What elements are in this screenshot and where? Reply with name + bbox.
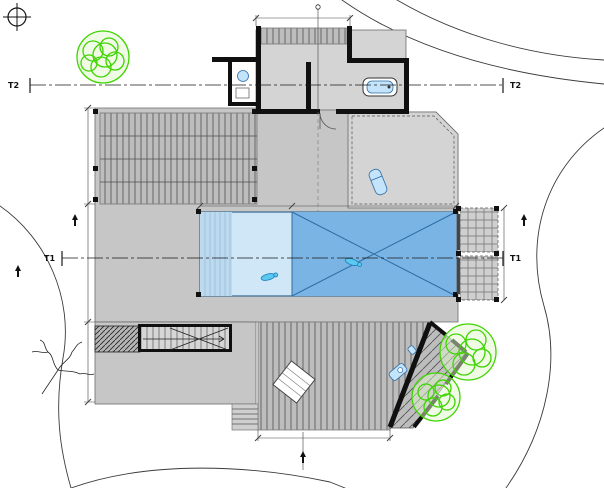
section-label-t2-left: T2: [8, 81, 19, 90]
toilet-fixture: [388, 363, 408, 381]
swimmer-figure: [344, 258, 363, 267]
hatched-wall-band: [94, 325, 141, 353]
swimmer-figure: [260, 272, 279, 281]
exterior-stairs: [231, 403, 259, 431]
left-deck: [93, 109, 258, 205]
door-swing-arc: [319, 112, 337, 130]
upper-rooms-walls: [212, 26, 409, 130]
north-symbol-icon: [3, 3, 31, 31]
sink-fixture: [407, 345, 417, 355]
bare-tree: [31, 339, 95, 395]
upper-right-room: [347, 111, 459, 209]
spot-marker-icon: [15, 265, 21, 277]
skylight-diamond: [272, 360, 316, 404]
spot-marker-icon: [521, 214, 527, 226]
tree-bottom-right-upper: [439, 323, 497, 381]
spot-markers: [15, 214, 527, 463]
pool-side-columns: [457, 214, 461, 294]
stair-room: [94, 324, 232, 353]
tree-top-left: [76, 30, 130, 84]
bathtub: [362, 77, 398, 97]
section-label-t2-right: T2: [510, 81, 521, 90]
section-label-t1-right: T1: [510, 254, 521, 263]
shower-fixture: [235, 70, 250, 99]
section-line-t2: T2 T2: [8, 78, 521, 93]
top-deck: [260, 27, 348, 45]
dimension-lines: [84, 14, 508, 442]
section-line-t1: T1 T1: [44, 251, 521, 266]
swimming-pool: [196, 209, 458, 297]
right-terrace: [456, 206, 499, 302]
tree-bottom-right-lower: [411, 372, 461, 422]
section-label-t1-left: T1: [44, 254, 55, 263]
spot-marker-icon: [300, 451, 306, 463]
spot-marker-icon: [72, 214, 78, 226]
lounge-chair: [368, 168, 388, 196]
